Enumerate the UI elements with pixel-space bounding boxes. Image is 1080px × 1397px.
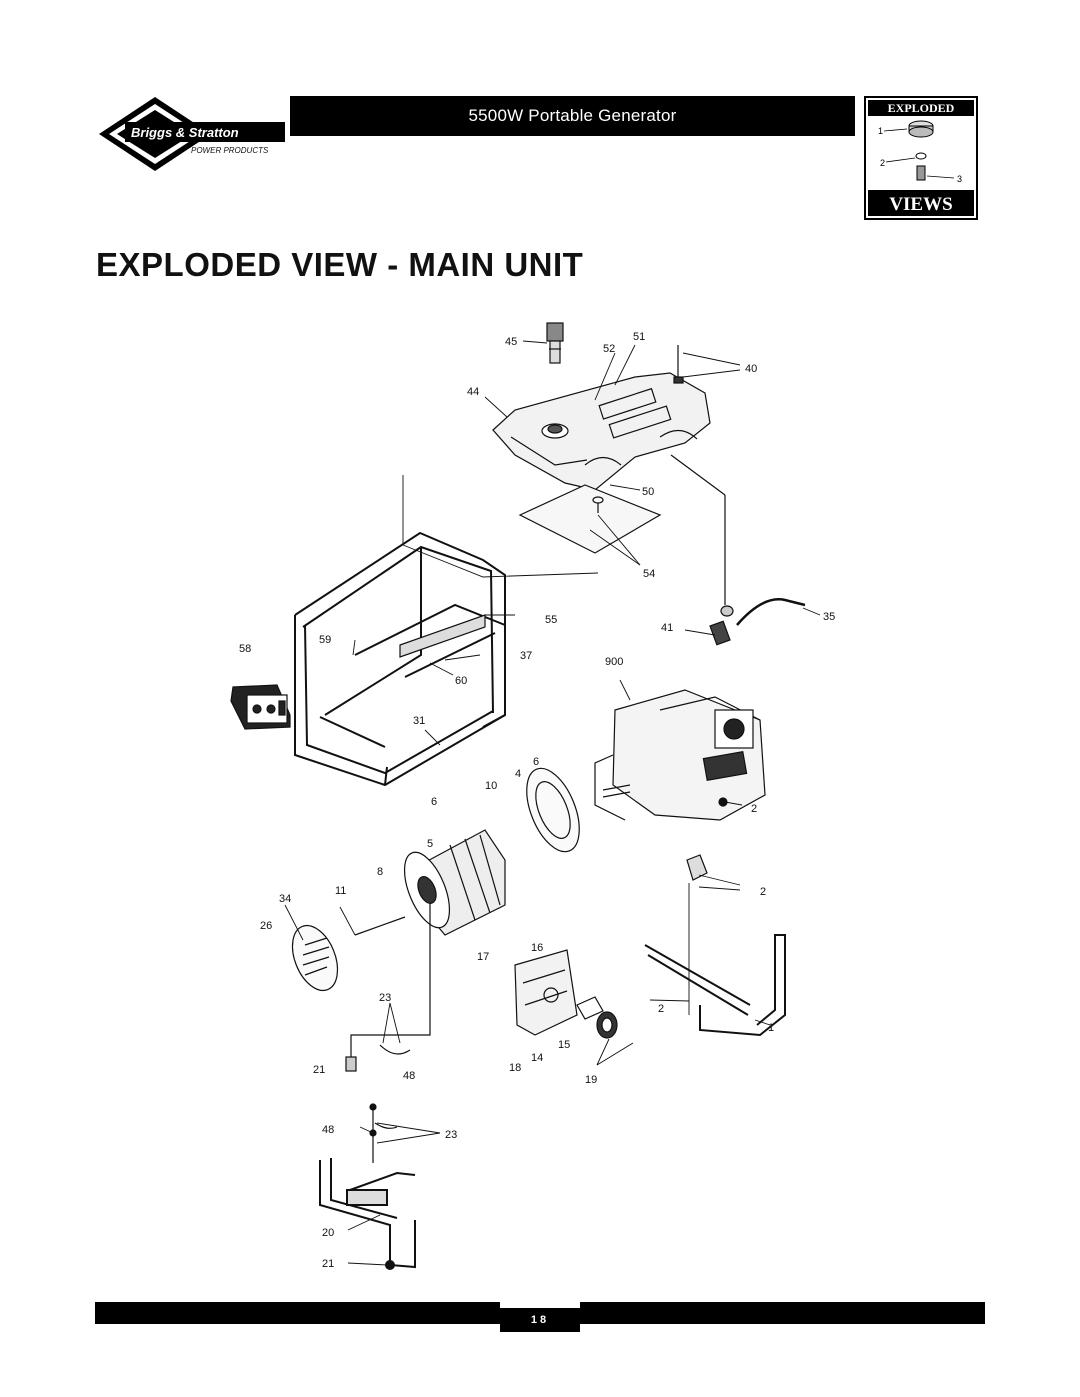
through-bolt: [354, 916, 406, 936]
part-label-55: 55: [545, 614, 557, 626]
part-label-40: 40: [745, 363, 757, 375]
part-label-6-mid: 6: [431, 796, 437, 808]
part-label-48-lower: 48: [322, 1124, 334, 1136]
part-label-23-upper: 23: [379, 992, 391, 1004]
part-label-51: 51: [633, 331, 645, 343]
fuel-tank: [492, 372, 711, 491]
brand-subtitle: POWER PRODUCTS: [191, 146, 269, 155]
briggs-stratton-logo: Briggs & Stratton POWER PRODUCTS: [99, 97, 285, 171]
part-label-35: 35: [823, 611, 835, 623]
part-label-41: 41: [661, 622, 673, 634]
badge-callout-2: 2: [880, 158, 885, 168]
part-label-48-upper: 48: [403, 1070, 415, 1082]
part-label-44: 44: [467, 386, 479, 398]
exploded-views-badge: EXPLODED VIEWS 1 2 3: [864, 96, 978, 220]
part-label-19: 19: [585, 1074, 597, 1086]
fuel-line: [670, 454, 806, 646]
wheel-frame: [319, 1158, 416, 1270]
part-label-50: 50: [642, 486, 654, 498]
badge-bottom-word: VIEWS: [889, 194, 952, 215]
part-label-23-lower: 23: [445, 1129, 457, 1141]
badge-callout-1: 1: [878, 126, 883, 136]
crankshaft: [602, 784, 631, 798]
brand-name: Briggs & Stratton: [131, 125, 239, 140]
engine-mount: [686, 854, 708, 881]
part-label-15: 15: [558, 1039, 570, 1051]
part-label-5: 5: [427, 838, 433, 850]
part-label-45: 45: [505, 336, 517, 348]
part-label-52: 52: [603, 343, 615, 355]
alternator-stator: [403, 829, 506, 936]
tank-pad: [518, 484, 662, 554]
part-label-60: 60: [455, 675, 467, 687]
part-label-2-engine: 2: [751, 803, 757, 815]
footer-bar-left: [95, 1302, 500, 1324]
generator-frame: [294, 531, 506, 787]
part-label-26: 26: [260, 920, 272, 932]
product-title: 5500W Portable Generator: [468, 106, 677, 125]
control-panel: [230, 684, 291, 730]
part-label-21-upper: 21: [313, 1064, 325, 1076]
part-label-14: 14: [531, 1052, 543, 1064]
part-label-31: 31: [413, 715, 425, 727]
part-label-1: 1: [768, 1022, 774, 1034]
part-label-4: 4: [515, 768, 521, 780]
part-label-54: 54: [643, 568, 655, 580]
badge-top-word: EXPLODED: [888, 101, 955, 115]
page-number-text: 18: [530, 1314, 550, 1326]
part-label-21-lower: 21: [322, 1258, 334, 1270]
part-label-59: 59: [319, 634, 331, 646]
part-label-8: 8: [377, 866, 383, 878]
axle-bolts: [369, 1103, 398, 1163]
part-label-2-mount: 2: [760, 886, 766, 898]
part-label-37: 37: [520, 650, 532, 662]
brush-assembly: [345, 903, 431, 1072]
part-label-58: 58: [239, 643, 251, 655]
engine: [594, 689, 766, 821]
handle-bar: [644, 934, 786, 1037]
muffler: [514, 949, 618, 1039]
part-label-2-base: 2: [658, 1003, 664, 1015]
part-label-17: 17: [477, 951, 489, 963]
product-title-bar: 5500W Portable Generator: [290, 96, 855, 136]
part-label-18: 18: [509, 1062, 521, 1074]
part-label-34: 34: [279, 893, 291, 905]
part-label-900: 900: [605, 656, 623, 668]
footer-bar-right: [580, 1302, 985, 1324]
tank-bolt: [673, 345, 684, 384]
rear-cover: [291, 924, 339, 992]
leader-lines: [284, 340, 821, 1266]
part-label-11: 11: [335, 885, 346, 897]
engine-adapter: [526, 767, 580, 853]
part-label-20: 20: [322, 1227, 334, 1239]
part-label-10: 10: [485, 780, 497, 792]
badge-parts-icon: [883, 120, 955, 181]
part-label-16: 16: [531, 942, 543, 954]
page-title: EXPLODED VIEW - MAIN UNIT: [96, 246, 584, 283]
pad-clip: [592, 496, 604, 513]
fuel-cap: [546, 322, 564, 364]
exploded-view-diagram: 45 51 52 40 44 50 54 55 35 41 58 59 37 9…: [230, 322, 835, 1270]
part-label-6-top: 6: [533, 756, 539, 768]
page-number: 18: [500, 1308, 580, 1332]
part-number-labels: 45 51 52 40 44 50 54 55 35 41 58 59 37 9…: [239, 331, 835, 1270]
frame-bracket: [399, 614, 486, 658]
badge-callout-3: 3: [957, 174, 962, 184]
